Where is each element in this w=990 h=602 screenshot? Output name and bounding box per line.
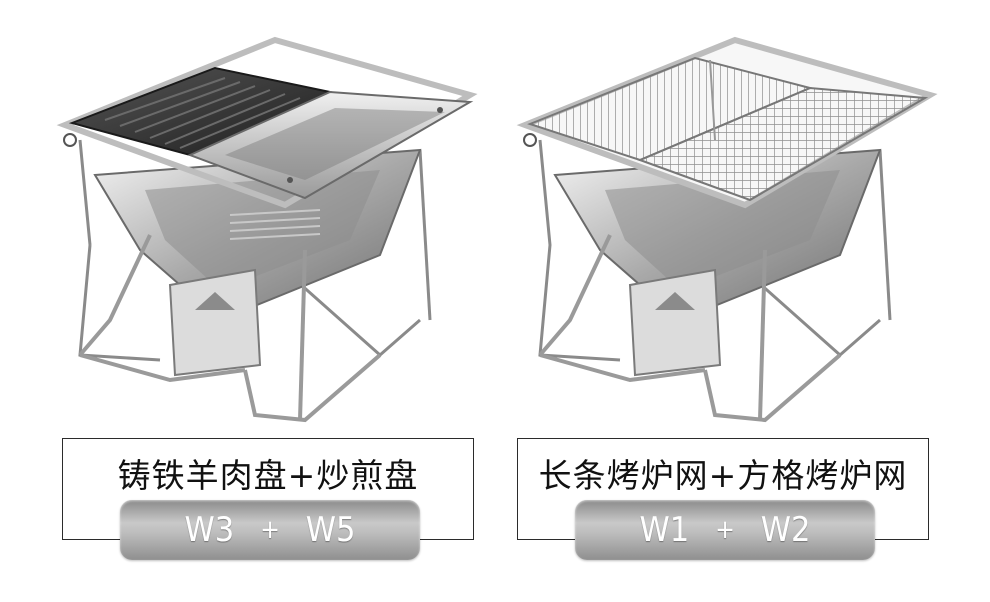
grill-illustration-right xyxy=(516,36,938,423)
model-code: W3 xyxy=(184,510,235,550)
product-title: 铸铁羊肉盘+炒煎盘 xyxy=(117,456,419,495)
model-code-badge: W3 + W5 xyxy=(120,500,420,560)
mountain-logo-icon xyxy=(655,292,695,310)
grill-photo-cast-iron-pans xyxy=(50,20,480,430)
model-code-badge: W1 + W2 xyxy=(575,500,875,560)
product-title: 长条烤炉网+方格烤炉网 xyxy=(538,456,908,495)
plus-sign: + xyxy=(260,515,280,545)
grill-photo-wire-grates xyxy=(510,20,940,430)
model-code: W5 xyxy=(305,510,356,550)
grill-illustration-left xyxy=(56,36,478,423)
plus-sign: + xyxy=(715,515,735,545)
mountain-logo-icon xyxy=(195,292,235,310)
model-code: W1 xyxy=(639,510,690,550)
model-code: W2 xyxy=(760,510,811,550)
